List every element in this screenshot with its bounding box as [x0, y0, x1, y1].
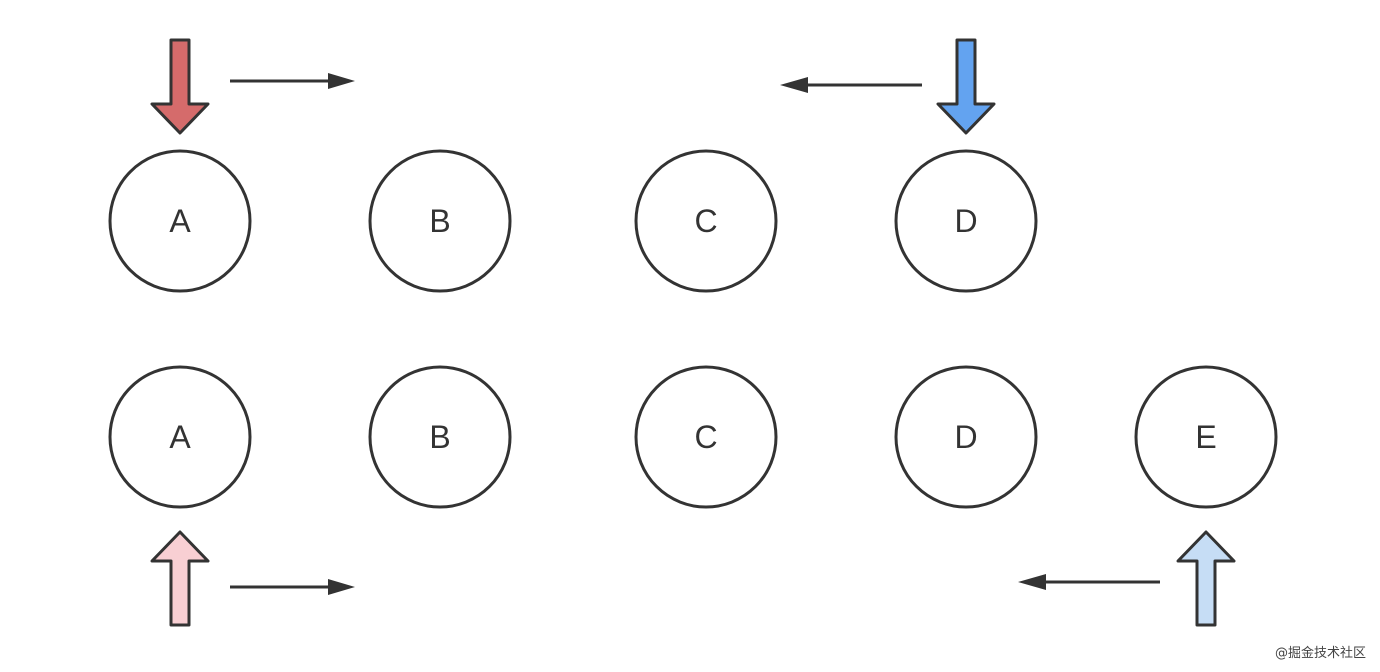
svg-text:B: B — [429, 203, 450, 239]
pointer-up-arrow-bottom-e — [1176, 530, 1236, 627]
pointer-up-arrow-bottom-a — [150, 530, 210, 627]
svg-text:A: A — [169, 419, 191, 455]
move-left-arrow-bottom — [1018, 574, 1160, 590]
svg-text:C: C — [694, 203, 717, 239]
bottom-node-e: E — [1134, 365, 1278, 509]
bottom-node-a: A — [108, 365, 252, 509]
svg-text:A: A — [169, 203, 191, 239]
top-node-c: C — [634, 149, 778, 293]
bottom-node-b: B — [368, 365, 512, 509]
pointer-down-arrow-top-d — [936, 38, 996, 135]
move-left-arrow-top — [780, 77, 922, 93]
svg-text:C: C — [694, 419, 717, 455]
top-node-a: A — [108, 149, 252, 293]
watermark-text: @掘金技术社区 — [1275, 645, 1366, 661]
svg-text:E: E — [1195, 419, 1216, 455]
pointer-down-arrow-top-a — [150, 38, 210, 135]
svg-text:D: D — [954, 203, 977, 239]
bottom-node-c: C — [634, 365, 778, 509]
move-right-arrow-top — [230, 73, 355, 89]
top-node-b: B — [368, 149, 512, 293]
bottom-node-d: D — [894, 365, 1038, 509]
svg-text:B: B — [429, 419, 450, 455]
top-node-d: D — [894, 149, 1038, 293]
move-right-arrow-bottom — [230, 579, 355, 595]
svg-text:D: D — [954, 419, 977, 455]
